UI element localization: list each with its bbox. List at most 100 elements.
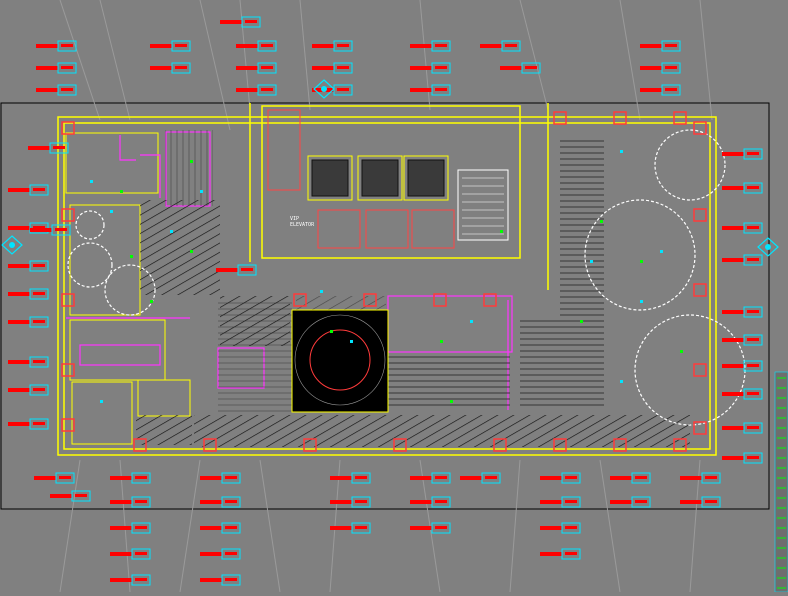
column-marker — [61, 121, 75, 135]
tag-bar — [200, 578, 222, 582]
tag-box — [743, 254, 763, 266]
tag-inner — [135, 476, 147, 479]
tag-bar — [722, 310, 744, 314]
tag-box — [131, 496, 151, 508]
tag-bar — [110, 500, 132, 504]
tag-inner — [55, 228, 67, 231]
tag-bar — [330, 500, 352, 504]
column-marker — [61, 363, 75, 377]
tag-box — [743, 306, 763, 318]
tag-inner — [225, 578, 237, 581]
column-marker — [303, 438, 317, 452]
tag-box — [57, 62, 77, 74]
tag-box — [501, 40, 521, 52]
tag-inner — [225, 552, 237, 555]
tag-box — [131, 522, 151, 534]
tag-box — [561, 522, 581, 534]
tag-inner — [33, 188, 45, 191]
tag-bar — [410, 500, 432, 504]
circular-rooms — [67, 129, 746, 426]
tag-box — [29, 418, 49, 430]
tag-box — [701, 472, 721, 484]
tag-inner — [705, 476, 717, 479]
tag-box — [743, 182, 763, 194]
fixture-dot — [620, 150, 623, 153]
tag-inner — [505, 44, 517, 47]
column-marker — [673, 111, 687, 125]
tag-bar — [8, 188, 30, 192]
tag-box — [333, 84, 353, 96]
tag-bar — [36, 88, 58, 92]
tag-bar — [540, 500, 562, 504]
tag-inner — [261, 44, 273, 47]
tag-bar — [460, 476, 482, 480]
building-outline — [0, 102, 770, 510]
tag-bar — [110, 578, 132, 582]
tag-bar — [8, 292, 30, 296]
tag-inner — [175, 66, 187, 69]
tag-inner — [337, 66, 349, 69]
tag-box — [221, 496, 241, 508]
tag-bar — [8, 360, 30, 364]
fixture-dot — [640, 260, 643, 263]
tag-box — [431, 472, 451, 484]
tag-box — [521, 62, 541, 74]
tag-box — [701, 496, 721, 508]
column-marker — [553, 438, 567, 452]
tag-inner — [665, 66, 677, 69]
tag-inner — [747, 364, 759, 367]
tag-inner — [747, 456, 759, 459]
tag-inner — [747, 152, 759, 155]
fixture-dot — [580, 320, 583, 323]
tag-inner — [33, 226, 45, 229]
tag-box — [743, 334, 763, 346]
tag-box — [333, 40, 353, 52]
tag-box — [561, 472, 581, 484]
tag-bar — [330, 476, 352, 480]
tag-bar — [200, 476, 222, 480]
column-marker — [673, 438, 687, 452]
tag-bar — [410, 44, 432, 48]
lift-core — [267, 109, 509, 249]
fixture-dot — [440, 340, 443, 343]
tag-box — [221, 548, 241, 560]
tag-box — [29, 356, 49, 368]
fixture-dot — [350, 340, 353, 343]
fixture-dot — [680, 350, 683, 353]
tag-bar — [722, 152, 744, 156]
tag-inner — [565, 476, 577, 479]
tag-box — [29, 260, 49, 272]
tag-inner — [245, 20, 257, 23]
tag-bar — [110, 476, 132, 480]
fixture-dot — [200, 190, 203, 193]
tag-bar — [680, 476, 702, 480]
tag-bar — [722, 456, 744, 460]
tag-inner — [485, 476, 497, 479]
tag-inner — [225, 476, 237, 479]
tag-bar — [36, 66, 58, 70]
tag-inner — [435, 66, 447, 69]
tag-bar — [34, 476, 56, 480]
tag-bar — [640, 66, 662, 70]
tag-box — [743, 422, 763, 434]
tag-inner — [75, 494, 87, 497]
tag-inner — [225, 500, 237, 503]
fixture-marks — [90, 150, 683, 403]
tag-box — [241, 16, 261, 28]
column-marker — [553, 111, 567, 125]
tag-inner — [665, 44, 677, 47]
tag-bar — [722, 392, 744, 396]
tag-box — [51, 224, 71, 236]
tag-inner — [175, 44, 187, 47]
tag-inner — [435, 44, 447, 47]
tag-box — [257, 40, 277, 52]
column-marker — [693, 283, 707, 297]
column-marker — [693, 421, 707, 435]
tag-bar — [216, 268, 238, 272]
fixture-dot — [450, 400, 453, 403]
tag-box — [743, 388, 763, 400]
tag-box — [431, 84, 451, 96]
stair-treads — [462, 177, 504, 235]
